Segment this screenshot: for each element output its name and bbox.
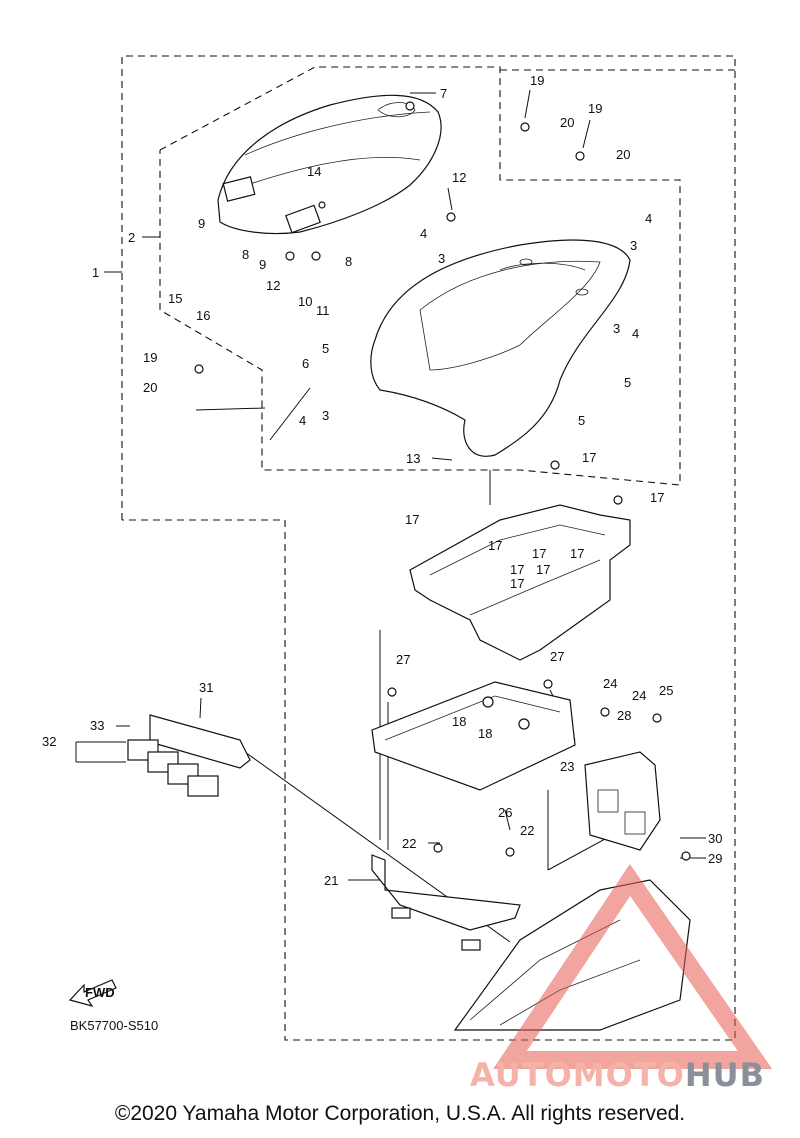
callout-label: 24: [603, 676, 617, 691]
callout-label: 26: [498, 805, 512, 820]
callout-label: 18: [452, 714, 466, 729]
callout-label: 17: [582, 450, 596, 465]
callout-label: 17: [405, 512, 419, 527]
callout-label: 19: [143, 350, 157, 365]
callout-label: 22: [520, 823, 534, 838]
callout-label: 12: [452, 170, 466, 185]
callout-label: 27: [550, 649, 564, 664]
fwd-arrow-icon: FWD: [68, 979, 117, 1008]
callout-labels: 1 2 7 19 20 19 20 14 12 9 4 3 8 9 8 4 3 …: [42, 73, 722, 888]
callout-label: 13: [406, 451, 420, 466]
callout-label: 9: [259, 257, 266, 272]
callout-label: 28: [617, 708, 631, 723]
group-outline-1: [121, 55, 736, 1041]
callout-label: 23: [560, 759, 574, 774]
callout-label: 17: [510, 562, 524, 577]
battery-tray: [371, 681, 576, 791]
callout-label: 10: [298, 294, 312, 309]
callout-label: 19: [588, 101, 602, 116]
fwd-label: FWD: [85, 985, 115, 1000]
callout-label: 4: [645, 211, 652, 226]
callout-label: 21: [324, 873, 338, 888]
callout-label: 20: [143, 380, 157, 395]
group-outline-2: [159, 66, 681, 486]
diagram-code: BK57700-S510: [70, 1018, 159, 1033]
callout-label: 5: [624, 375, 631, 390]
seat: [217, 94, 442, 235]
callout-label: 3: [630, 238, 637, 253]
callout-label: 3: [613, 321, 620, 336]
callout-label: 18: [478, 726, 492, 741]
callout-label: 33: [90, 718, 104, 733]
callout-label: 20: [560, 115, 574, 130]
callout-label: 30: [708, 831, 722, 846]
callout-label: 3: [322, 408, 329, 423]
callout-label: 17: [570, 546, 584, 561]
callout-label: 16: [196, 308, 210, 323]
coupler-bracket: [127, 714, 251, 797]
ecu-bracket: [584, 751, 661, 851]
callout-label: 1: [92, 265, 99, 280]
callout-label: 12: [266, 278, 280, 293]
callout-label: 32: [42, 734, 56, 749]
callout-label: 22: [402, 836, 416, 851]
rear-cowl: [370, 239, 631, 457]
watermark-part1: AUTOMOTO: [470, 1056, 685, 1094]
callout-label: 5: [322, 341, 329, 356]
watermark-text: AUTOMOTOHUB: [470, 1056, 765, 1094]
callout-label: 4: [420, 226, 427, 241]
callout-label: 5: [578, 413, 585, 428]
callout-label: 9: [198, 216, 205, 231]
callout-label: 20: [616, 147, 630, 162]
callout-label: 8: [345, 254, 352, 269]
callout-label: 25: [659, 683, 673, 698]
callout-label: 24: [632, 688, 646, 703]
callout-label: 3: [438, 251, 445, 266]
callout-label: 15: [168, 291, 182, 306]
callout-label: 17: [488, 538, 502, 553]
callout-label: 31: [199, 680, 213, 695]
callout-label: 17: [536, 562, 550, 577]
frame-bracket: [409, 504, 631, 661]
callout-label: 2: [128, 230, 135, 245]
callout-label: 17: [510, 576, 524, 591]
watermark-part2: HUB: [684, 1056, 766, 1094]
callout-label: 17: [650, 490, 664, 505]
callout-label: 17: [532, 546, 546, 561]
callout-label: 6: [302, 356, 309, 371]
fasteners: [194, 101, 691, 861]
callout-label: 4: [299, 413, 306, 428]
callout-label: 14: [307, 164, 321, 179]
copyright-notice: ©2020 Yamaha Motor Corporation, U.S.A. A…: [114, 1102, 686, 1125]
callout-label: 29: [708, 851, 722, 866]
callout-label: 7: [440, 86, 447, 101]
callout-label: 19: [530, 73, 544, 88]
callout-label: 27: [396, 652, 410, 667]
callout-label: 8: [242, 247, 249, 262]
parts-diagram: FWD 1 2 7 19 20 19 20 14 12 9 4 3 8 9 8 …: [42, 55, 773, 1069]
callout-label: 11: [316, 303, 330, 318]
callout-label: 4: [632, 326, 639, 341]
lower-bracket: [371, 854, 521, 951]
watermark-logo: [493, 864, 773, 1069]
